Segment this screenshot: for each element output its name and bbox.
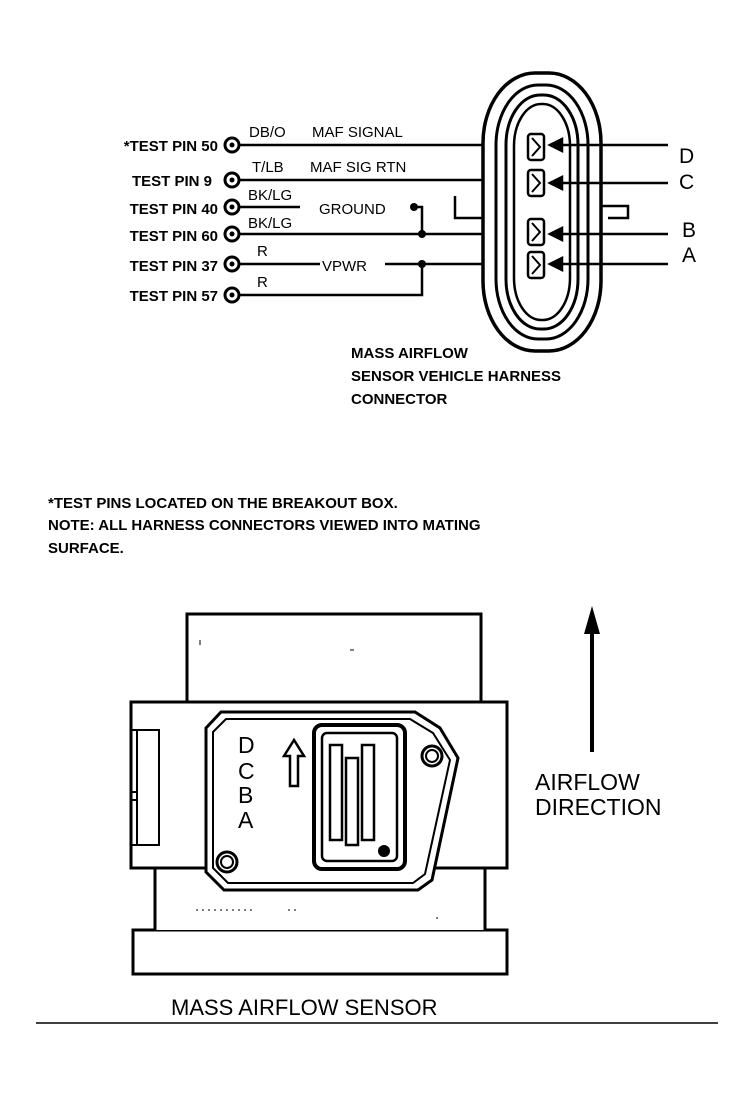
connector-caption: MASS AIRFLOW SENSOR VEHICLE HARNESS CONN…: [351, 345, 561, 408]
cavity-c: [526, 168, 546, 198]
letter-a: A: [682, 244, 696, 267]
connector-caption-line3: CONNECTOR: [351, 391, 448, 408]
arrow-up-icon: [584, 606, 600, 634]
pin-terminals: [223, 136, 241, 304]
wire-color-r-57: R: [257, 274, 268, 291]
wire-color-r-37: R: [257, 243, 268, 260]
test-pin-list: *TEST PIN 50 TEST PIN 9 TEST PIN 40 TEST…: [124, 138, 218, 305]
letter-d: D: [679, 145, 694, 168]
sensor-pin-letters: D C B A: [238, 732, 255, 833]
sensor-caption: MASS AIRFLOW SENSOR: [171, 995, 438, 1020]
sensor-letter-c: C: [238, 758, 255, 784]
letter-b: B: [682, 219, 696, 242]
cavity-a: [526, 250, 546, 280]
cavity-d: [526, 132, 546, 162]
test-pin-57-label: TEST PIN 57: [130, 288, 218, 305]
airflow-direction-arrow: [584, 606, 600, 752]
wire-color-dbo: DB/O: [249, 124, 286, 141]
harness-connector-body: [453, 71, 630, 353]
test-pin-60-label: TEST PIN 60: [130, 228, 218, 245]
note-line1: *TEST PINS LOCATED ON THE BREAKOUT BOX.: [48, 495, 398, 512]
airflow-label-line2: DIRECTION: [535, 794, 662, 820]
connector-caption-line1: MASS AIRFLOW: [351, 345, 469, 362]
wire-func-maf-sig-rtn: MAF SIG RTN: [310, 159, 406, 176]
letter-c: C: [679, 171, 694, 194]
test-pin-40-label: TEST PIN 40: [130, 201, 218, 218]
wire-color-bklg-40: BK/LG: [248, 187, 292, 204]
wire-vpwr-57: [239, 264, 424, 297]
maf-sensor-drawing: [129, 612, 509, 976]
vpwr-splice-dot: [418, 260, 426, 268]
wire-func-ground: GROUND: [319, 201, 386, 218]
wire-func-vpwr: VPWR: [322, 258, 367, 275]
wire-func-maf-signal: MAF SIGNAL: [312, 124, 403, 141]
test-pin-9-label: TEST PIN 9: [132, 173, 212, 190]
sensor-letter-a: A: [238, 807, 254, 833]
pin-letter-pointers: [547, 136, 668, 273]
cavity-b: [526, 217, 546, 247]
wire-color-tlb: T/LB: [252, 159, 284, 176]
wire-color-bklg-60: BK/LG: [248, 215, 292, 232]
sensor-letter-d: D: [238, 732, 255, 758]
note-line3: SURFACE.: [48, 540, 124, 557]
connector-cavities: [526, 132, 546, 280]
airflow-label-line1: AIRFLOW: [535, 769, 640, 795]
pin-letters: D C B A: [679, 145, 696, 267]
connector-caption-line2: SENSOR VEHICLE HARNESS: [351, 368, 561, 385]
note-line2: NOTE: ALL HARNESS CONNECTORS VIEWED INTO…: [48, 517, 481, 534]
test-pin-37-label: TEST PIN 37: [130, 258, 218, 275]
notes: *TEST PINS LOCATED ON THE BREAKOUT BOX. …: [48, 495, 481, 557]
ground-join-dot: [410, 203, 418, 211]
wire-labels: DB/O MAF SIGNAL T/LB MAF SIG RTN BK/LG G…: [248, 124, 406, 291]
ground-splice-dot: [418, 230, 426, 238]
test-pin-50-label: *TEST PIN 50: [124, 138, 218, 155]
sensor-letter-b: B: [238, 782, 253, 808]
